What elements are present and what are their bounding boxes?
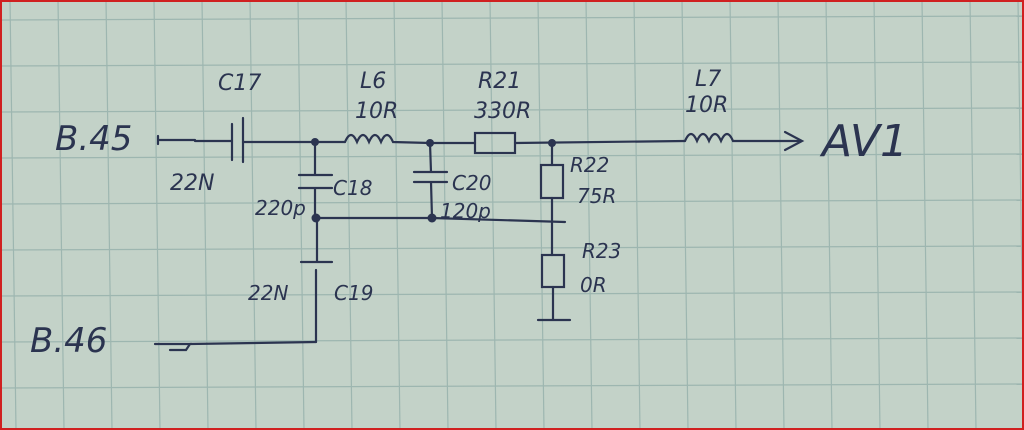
grid-line: [201, 0, 209, 430]
c18-value: 220p: [255, 196, 306, 220]
capacitor-c19-symbol: [299, 216, 334, 344]
c19-ref: C19: [334, 281, 373, 305]
c19-value: 22N: [248, 281, 288, 305]
pin-b46-connector: [153, 342, 193, 352]
inductor-l6-symbol: [343, 133, 432, 145]
l7-ref: L7: [695, 67, 721, 92]
grid-line: [0, 383, 1024, 389]
l6-ref: L6: [360, 69, 386, 94]
grid-line: [0, 153, 1024, 159]
r22-value: 75R: [577, 184, 616, 208]
r21-ref: R21: [478, 69, 521, 94]
wires: [153, 116, 805, 352]
pin-b45-connector: [156, 134, 197, 146]
grid-line: [777, 0, 785, 430]
arrow-icon: [783, 130, 805, 152]
junction-dot: [427, 213, 437, 223]
c20-ref: C20: [452, 171, 491, 195]
port-label-av1: AV1: [819, 116, 908, 167]
grid-line: [297, 0, 305, 430]
grid-line: [0, 107, 1024, 113]
capacitor-c18-symbol: [297, 140, 334, 220]
grid-line: [0, 61, 1024, 67]
port-label-b46: B.46: [30, 321, 107, 361]
grid-line: [57, 0, 65, 430]
inductor-l7-symbol: [683, 132, 802, 144]
grid-line: [393, 0, 401, 430]
wire: [188, 340, 318, 346]
c18-ref: C18: [333, 176, 372, 200]
l6-value: 10R: [355, 99, 398, 124]
r23-value: 0R: [580, 273, 607, 297]
grid-line: [969, 0, 977, 430]
grid-line: [0, 337, 1024, 343]
labels: B.45 B.46 AV1 C17 22N L6 10R R21 330R L7…: [30, 67, 908, 361]
grid-line: [441, 0, 449, 430]
r22-ref: R22: [570, 153, 609, 177]
junction-dot: [311, 213, 321, 223]
r21-value: 330R: [474, 99, 531, 124]
grid-line: [153, 0, 161, 430]
c17-ref: C17: [218, 71, 261, 96]
port-label-b45: B.45: [55, 119, 132, 159]
grid-line: [0, 291, 1024, 297]
grid-line: [633, 0, 641, 430]
c20-value: 120p: [440, 199, 491, 223]
ground-symbol: [536, 285, 572, 322]
l7-value: 10R: [685, 93, 728, 118]
grid-line: [0, 245, 1024, 251]
grid-line: [9, 0, 17, 430]
c17-value: 22N: [170, 171, 214, 196]
capacitor-c20-symbol: [412, 141, 449, 220]
grid-line: [489, 0, 497, 430]
grid-line: [873, 0, 881, 430]
grid-line: [537, 0, 545, 430]
grid-line: [825, 0, 833, 430]
grid-line: [345, 0, 353, 430]
r23-ref: R23: [582, 239, 621, 263]
wire: [513, 139, 687, 145]
grid-line: [585, 0, 593, 430]
junction-dot: [311, 138, 319, 146]
grid-line: [249, 0, 257, 430]
grid-line: [681, 0, 689, 430]
junction-dot: [426, 139, 434, 147]
grid-line: [0, 15, 1024, 21]
junction-dot: [548, 139, 556, 147]
grid-line: [921, 0, 929, 430]
grid-line: [729, 0, 737, 430]
grid-line: [0, 199, 1024, 205]
capacitor-c17-symbol: [230, 116, 245, 164]
grid-line: [105, 0, 113, 430]
